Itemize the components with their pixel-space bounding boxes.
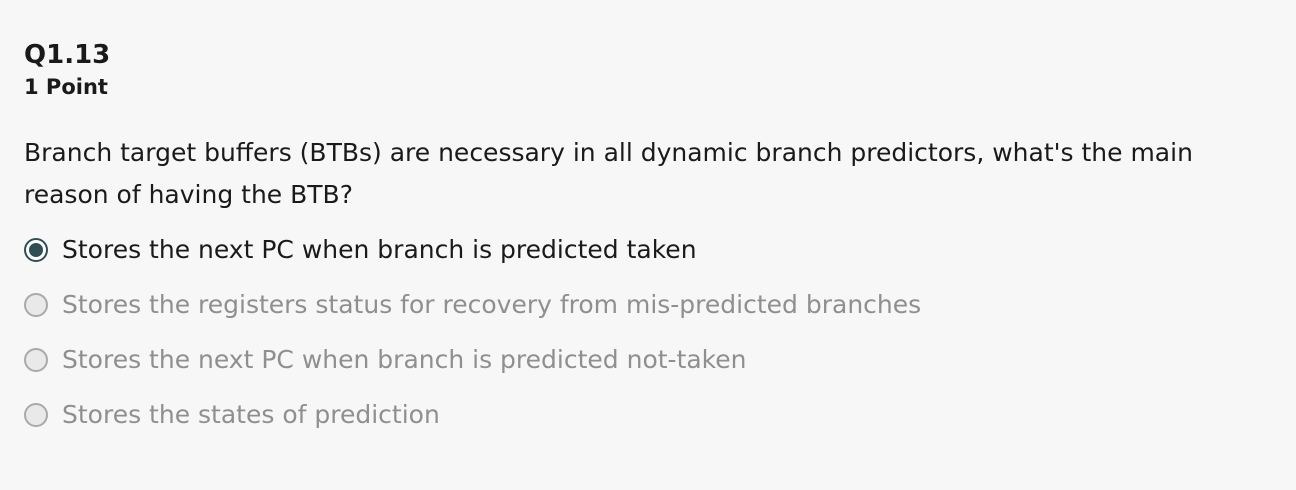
radio-button[interactable] xyxy=(24,402,48,427)
answer-option-4[interactable]: Stores the states of prediction xyxy=(24,387,1274,442)
answer-option-label: Stores the next PC when branch is predic… xyxy=(62,234,697,264)
answer-option-label: Stores the states of prediction xyxy=(62,399,440,429)
question-prompt: Branch target buffers (BTBs) are necessa… xyxy=(24,138,1193,209)
radio-button[interactable] xyxy=(24,347,48,372)
answer-option-label: Stores the registers status for recovery… xyxy=(62,289,922,319)
answer-option-2[interactable]: Stores the registers status for recovery… xyxy=(24,277,1274,332)
answer-option-label: Stores the next PC when branch is predic… xyxy=(62,344,747,374)
question-block: Q1.13 1 Point Branch target buffers (BTB… xyxy=(24,38,1274,442)
radio-button[interactable] xyxy=(24,292,48,317)
answer-option-3[interactable]: Stores the next PC when branch is predic… xyxy=(24,332,1274,387)
answer-option-1[interactable]: Stores the next PC when branch is predic… xyxy=(24,222,1274,277)
radio-dot-icon xyxy=(29,242,43,257)
answer-options: Stores the next PC when branch is predic… xyxy=(24,222,1274,442)
question-number: Q1.13 xyxy=(24,40,111,70)
radio-button-selected[interactable] xyxy=(24,237,48,262)
question-points: 1 Point xyxy=(24,75,108,99)
